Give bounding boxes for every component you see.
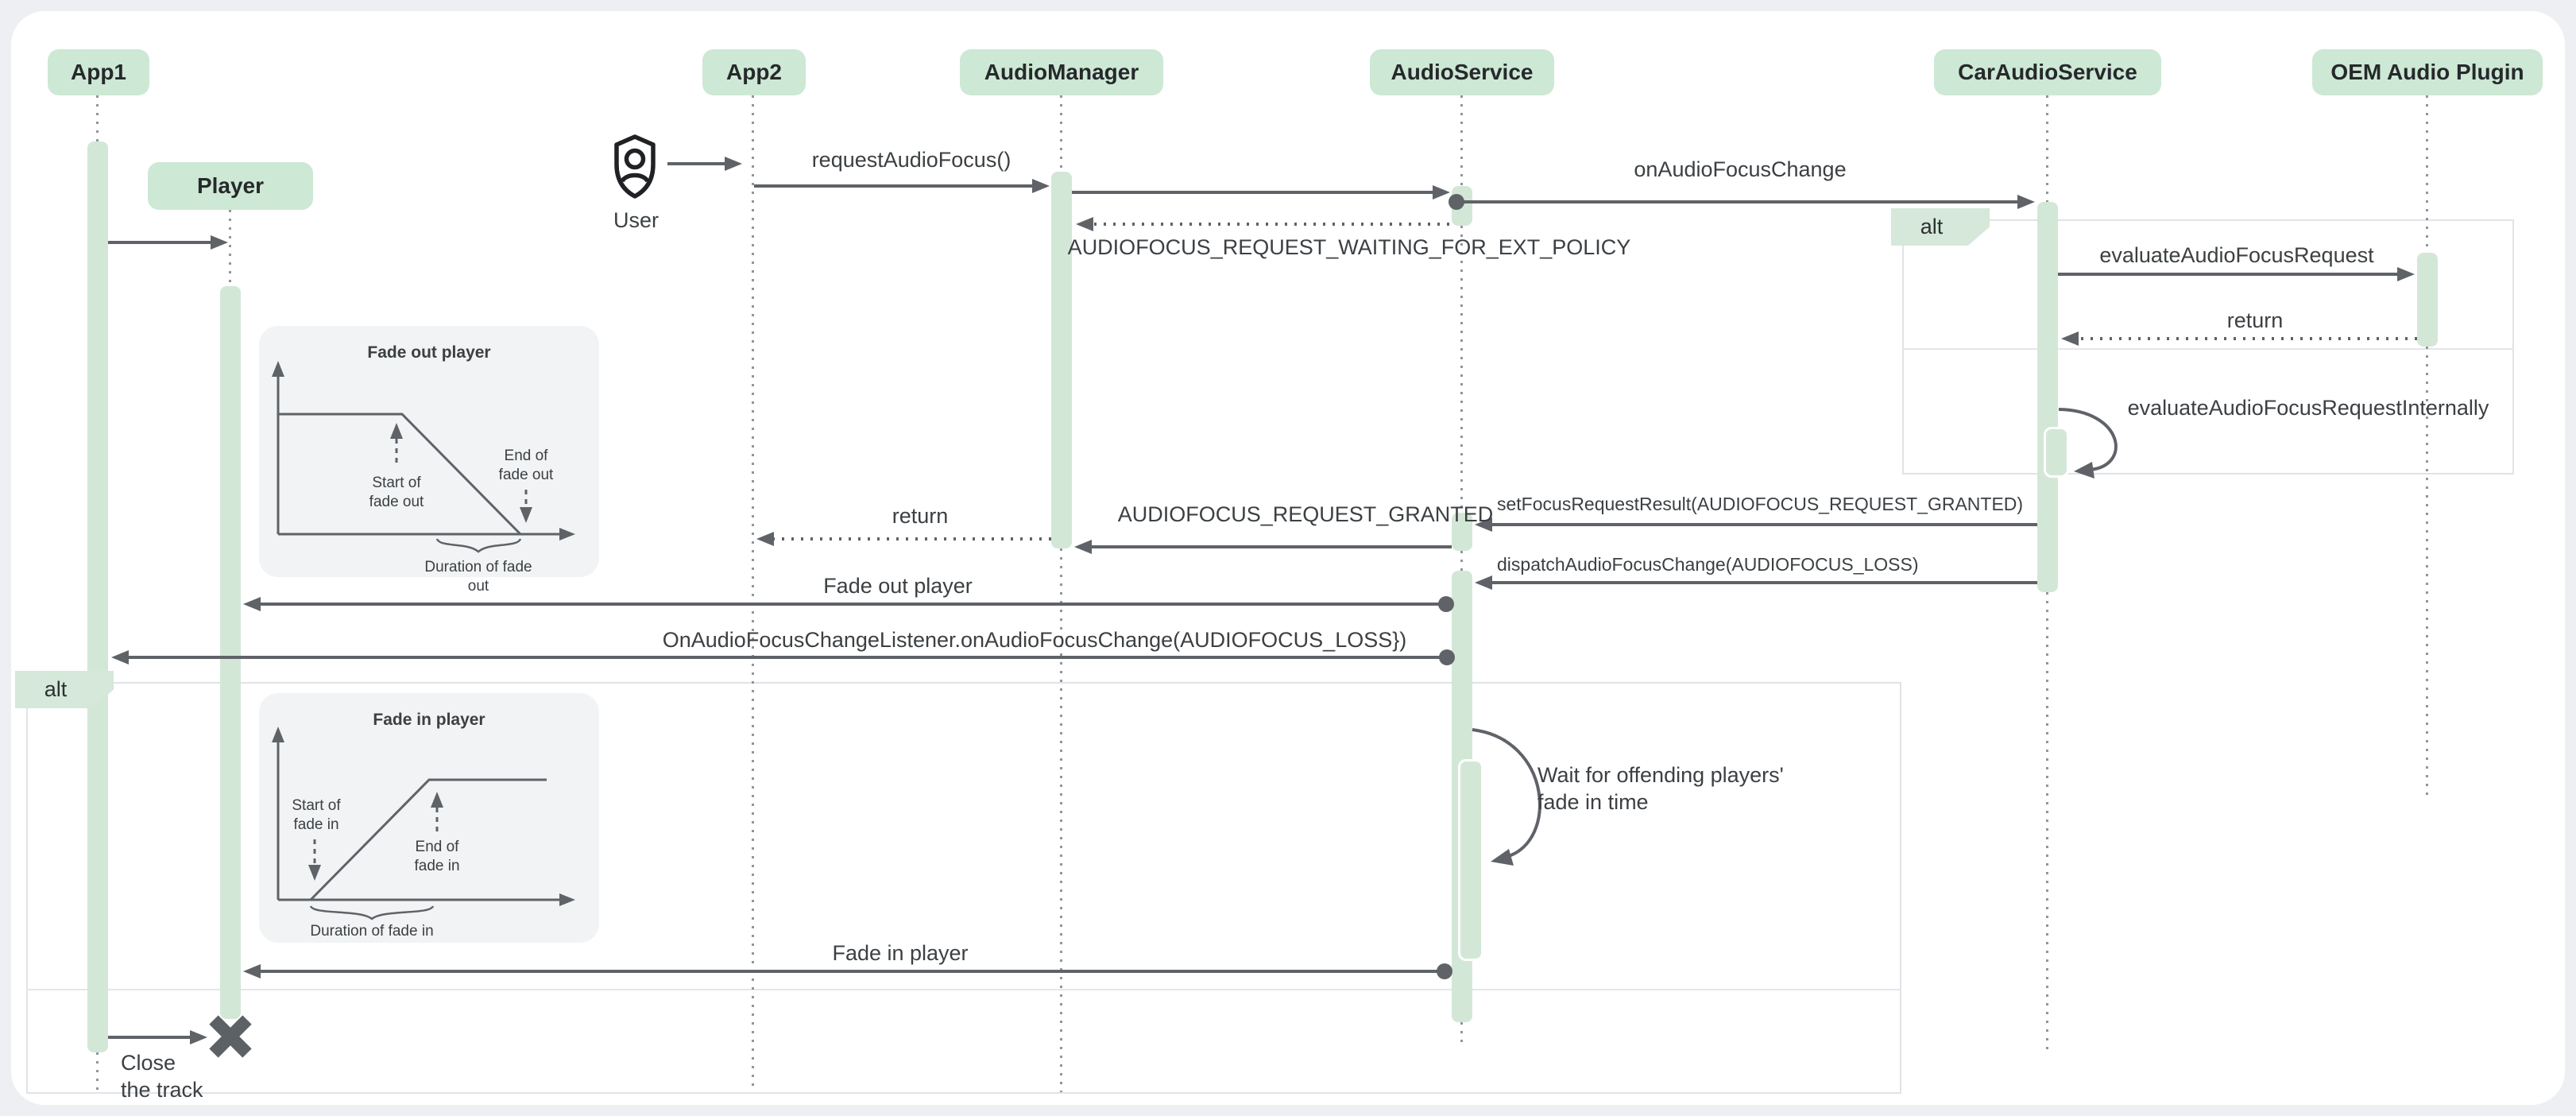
- arrow-app1-to-player: [108, 235, 228, 250]
- activation-app1: [87, 141, 108, 1052]
- lifeline-caraudioservice-tail: [2046, 592, 2048, 1049]
- alt-fragment-bottom-divider: [26, 989, 1901, 990]
- actor-audiomanager: AudioManager: [960, 49, 1163, 95]
- msg-return-oem: return: [2226, 308, 2284, 332]
- arrow-granted: [1074, 540, 1452, 554]
- lifeline-app1-tail: [96, 1052, 99, 1092]
- msg-return-manager: return: [892, 504, 949, 528]
- lifeline-audioservice-mid2: [1460, 551, 1463, 571]
- arrow-close-track: [108, 1030, 207, 1044]
- fade-out-chart-plot: [272, 361, 575, 553]
- arrow-manager-to-service: [1072, 185, 1450, 200]
- arrow-evaluate-request: [2058, 267, 2415, 281]
- arrow-request-audio-focus: [754, 179, 1050, 193]
- arrow-fade-in-player: [243, 963, 1452, 979]
- msg-set-focus-result: setFocusRequestResult(AUDIOFOCUS_REQUEST…: [1497, 494, 2024, 514]
- activation-audioservice-nested: [1458, 759, 1483, 961]
- lifeline-app1: [96, 95, 99, 141]
- actor-oem-plugin: OEM Audio Plugin: [2312, 49, 2543, 95]
- fade-out-chart-panel: Fade out player Start of fade out End of…: [259, 326, 599, 595]
- fade-in-start-label: Start of fade in: [292, 797, 341, 833]
- arrow-wait-offending: [1472, 728, 1541, 866]
- lifeline-oem: [2426, 95, 2428, 253]
- msg-fade-out-player: Fade out player: [823, 574, 973, 598]
- actor-app1: App1: [48, 49, 149, 95]
- msg-focus-listener: OnAudioFocusChangeListener.onAudioFocusC…: [662, 628, 1407, 652]
- lifeline-oem-tail: [2426, 347, 2428, 795]
- arrow-return-oem: [2061, 331, 2417, 346]
- arrow-focus-listener: [111, 649, 1455, 665]
- lifeline-audioservice-mid1: [1460, 226, 1463, 513]
- fade-out-end-label: End of fade out: [498, 448, 554, 483]
- user-label: User: [613, 208, 659, 232]
- actor-caraudioservice: CarAudioService: [1934, 49, 2161, 95]
- msg-close-track: Close the track: [121, 1051, 203, 1102]
- msg-granted: AUDIOFOCUS_REQUEST_GRANTED: [1117, 502, 1494, 526]
- fade-in-chart-title: Fade in player: [373, 711, 485, 729]
- fade-in-duration-label: Duration of fade in: [310, 923, 434, 940]
- fade-in-chart-plot: [272, 727, 575, 920]
- fade-out-chart-title: Fade out player: [367, 343, 491, 362]
- arrow-evaluate-internally: [2058, 408, 2118, 479]
- alt-fragment-bottom-label: alt: [15, 671, 114, 708]
- msg-evaluate-request: evaluateAudioFocusRequest: [2099, 243, 2374, 267]
- fade-in-chart-panel: Fade in player Start of fade in End of f…: [259, 693, 599, 943]
- msg-dispatch-loss: dispatchAudioFocusChange(AUDIOFOCUS_LOSS…: [1497, 554, 1919, 575]
- arrow-dispatch-loss: [1475, 575, 2037, 590]
- activation-player: [220, 286, 241, 1019]
- arrow-fade-out-player: [243, 596, 1454, 612]
- lifeline-audioservice: [1460, 95, 1463, 186]
- alt-fragment-top-divider: [1902, 348, 2514, 350]
- activation-caraudioservice: [2037, 202, 2058, 592]
- msg-evaluate-internally: evaluateAudioFocusRequestInternally: [2127, 396, 2489, 420]
- lifeline-audioservice-tail: [1460, 1022, 1463, 1048]
- arrow-on-audio-focus-change: [1449, 194, 2035, 210]
- destruction-x-icon: [209, 1015, 252, 1058]
- lifeline-audiomanager: [1060, 95, 1062, 172]
- actor-app2: App2: [702, 49, 806, 95]
- user-icon: [614, 134, 656, 199]
- fade-in-end-label: End of fade in: [414, 839, 460, 874]
- alt-fragment-top: [1902, 219, 2514, 475]
- activation-caraudioservice-nested: [2044, 427, 2069, 478]
- arrow-user-to-app2: [667, 157, 742, 171]
- msg-waiting-ext-policy: AUDIOFOCUS_REQUEST_WAITING_FOR_EXT_POLIC…: [1067, 235, 1631, 259]
- actor-player: Player: [148, 162, 313, 210]
- arrow-return-manager: [756, 532, 1051, 546]
- activation-audiomanager: [1051, 172, 1072, 548]
- lifeline-caraudioservice: [2046, 95, 2048, 202]
- msg-request-audio-focus: requestAudioFocus(): [811, 148, 1011, 172]
- msg-on-audio-focus-change: onAudioFocusChange: [1634, 157, 1847, 181]
- arrow-waiting-ext-policy: [1076, 217, 1449, 231]
- activation-audioservice-2: [1452, 513, 1472, 551]
- alt-fragment-top-label: alt: [1891, 208, 1990, 246]
- activation-oem: [2417, 253, 2438, 347]
- lifeline-app2: [752, 95, 754, 1092]
- msg-fade-in-player: Fade in player: [832, 941, 969, 965]
- alt-fragment-bottom: [26, 682, 1901, 1094]
- actor-audioservice: AudioService: [1370, 49, 1554, 95]
- fade-out-start-label: Start of fade out: [369, 475, 424, 510]
- fade-out-duration-label: Duration of fade out: [424, 559, 532, 595]
- arrow-set-focus-result: [1475, 517, 2037, 532]
- lifeline-audiomanager-tail: [1060, 548, 1062, 1092]
- msg-wait-offending: Wait for offending players' fade in time: [1537, 763, 1784, 814]
- lifeline-player: [229, 210, 231, 286]
